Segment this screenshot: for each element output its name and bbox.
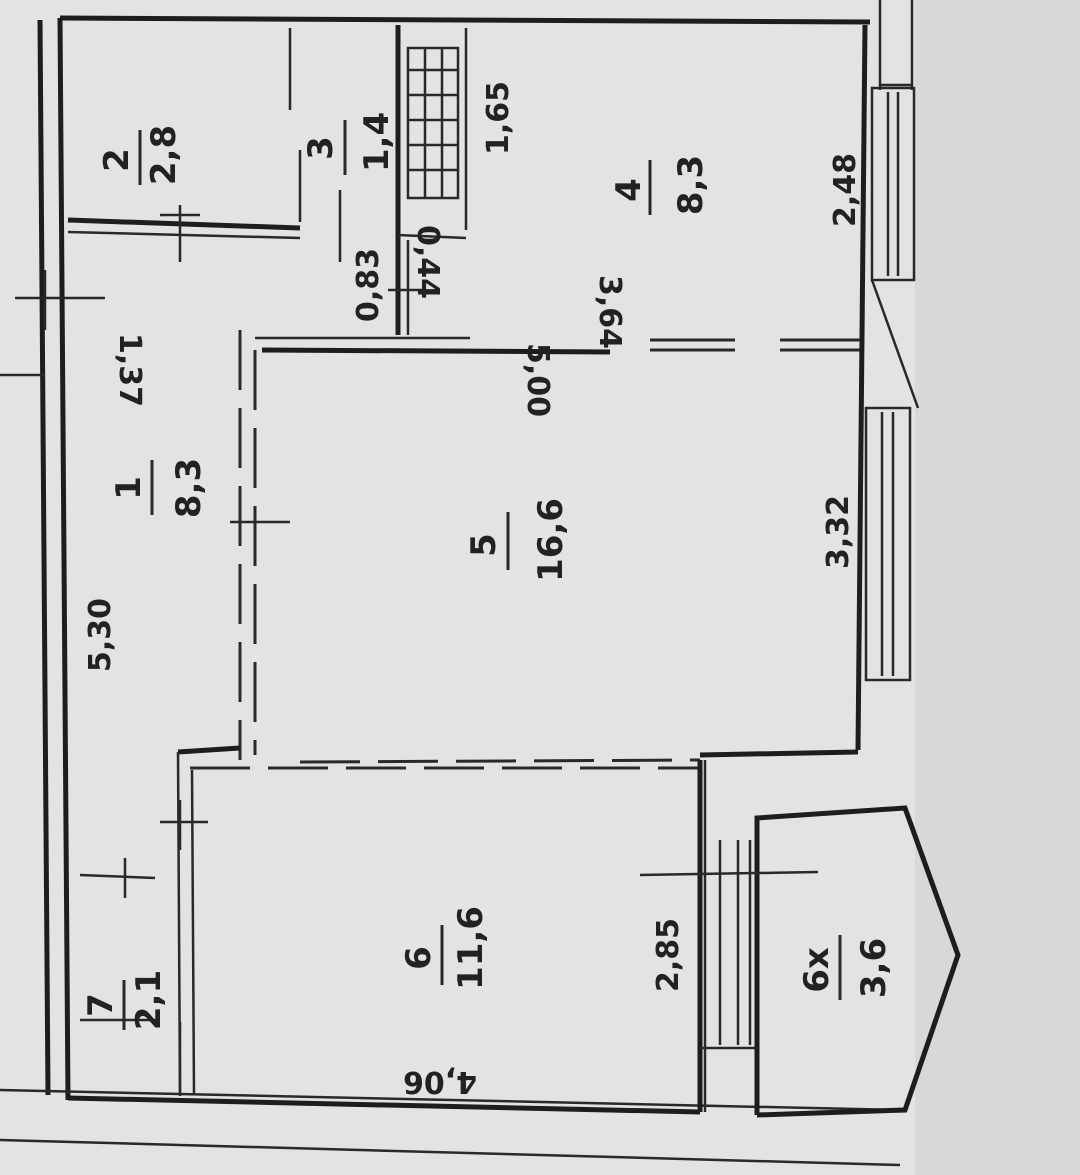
dim-living-width-group: 3,32 <box>821 495 856 569</box>
room-5-label: 5 <box>464 533 504 557</box>
room-6x-number: 6x <box>797 947 837 993</box>
room-6-area-group: 11,6 <box>451 906 491 990</box>
dim-bedroom-length: 4,06 <box>403 1064 477 1099</box>
dim-room3-width: 1,65 <box>481 81 516 155</box>
room-3-area-group: 1,4 <box>357 112 397 172</box>
room-2-number: 2 <box>97 148 137 172</box>
room-1-label: 1 <box>109 476 149 500</box>
room-6x-area-group: 3,6 <box>854 938 894 998</box>
partitions <box>67 25 860 1112</box>
room-6-area: 11,6 <box>451 906 491 990</box>
balcony <box>639 760 961 1118</box>
dim-kitchen-length: 3,64 <box>592 275 627 349</box>
dim-niche-a-group: 0,44 <box>410 225 445 299</box>
living-window <box>864 279 920 682</box>
dim-niche-a: 0,44 <box>410 225 445 299</box>
room-3-number: 3 <box>301 136 341 160</box>
dim-corridor-width: 1,37 <box>112 333 147 407</box>
room-3-label: 3 <box>301 136 341 160</box>
dim-kitchen-width-group: 2,48 <box>828 153 863 227</box>
room-6x-label: 6x <box>797 947 837 993</box>
door-markers <box>0 190 425 1096</box>
dim-kitchen-length-group: 3,64 <box>592 275 627 349</box>
room-4-number: 4 <box>609 178 649 202</box>
room-1-area: 8,3 <box>169 458 209 518</box>
dim-room3-width-group: 1,65 <box>481 81 516 155</box>
dim-bedroom-width-group: 2,85 <box>651 918 686 992</box>
room-7-area-group: 2,1 <box>129 970 169 1030</box>
room-4-area-group: 8,3 <box>671 155 711 215</box>
room-5-number: 5 <box>464 533 504 557</box>
dim-bedroom-length-group: 4,06 <box>403 1064 477 1099</box>
paper-edge <box>915 0 1080 1175</box>
fraction-bars <box>122 120 842 1030</box>
room-4-label: 4 <box>609 178 649 202</box>
dim-corridor-width-group: 1,37 <box>112 333 147 407</box>
room-5-area: 16,6 <box>531 498 571 582</box>
room-6-number: 6 <box>399 946 439 970</box>
outer-walls <box>0 0 914 1167</box>
dim-kitchen-width: 2,48 <box>828 153 863 227</box>
dim-corridor-length-group: 5,30 <box>83 598 118 672</box>
room-3-area: 1,4 <box>357 112 397 172</box>
room-4-area: 8,3 <box>671 155 711 215</box>
dim-bedroom-width: 2,85 <box>651 918 686 992</box>
room-1-number: 1 <box>109 476 149 500</box>
room-2-label: 2 <box>97 148 137 172</box>
room-7-label: 7 <box>81 993 121 1017</box>
room-2-area: 2,8 <box>144 125 184 185</box>
room-7-area: 2,1 <box>129 970 169 1030</box>
room-2-area-group: 2,8 <box>144 125 184 185</box>
room-6-label: 6 <box>399 946 439 970</box>
room-1-area-group: 8,3 <box>169 458 209 518</box>
dim-niche-b: 0,83 <box>351 248 386 322</box>
dim-corridor-length: 5,30 <box>83 598 118 672</box>
dim-living-length: 5,00 <box>520 343 555 417</box>
dim-living-length-group: 5,00 <box>520 343 555 417</box>
room-7-number: 7 <box>81 993 121 1017</box>
dim-living-width: 3,32 <box>821 495 856 569</box>
room-6x-area: 3,6 <box>854 938 894 998</box>
bathtub <box>406 46 460 200</box>
room-5-area-group: 16,6 <box>531 498 571 582</box>
kitchen-window <box>870 86 916 282</box>
dim-niche-b-group: 0,83 <box>351 248 386 322</box>
